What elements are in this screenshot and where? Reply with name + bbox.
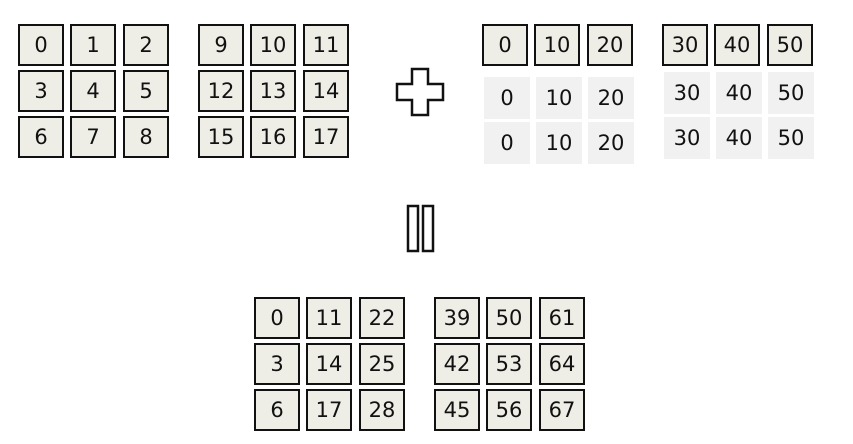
plus-icon [395, 67, 445, 117]
broadcast-cell: 40 [716, 72, 762, 114]
grid-cell: 42 [434, 343, 480, 385]
broadcast-cell: 0 [484, 122, 530, 164]
grid-cell: 14 [306, 343, 352, 385]
grid-cell: 0 [18, 24, 64, 66]
grid-cell: 0 [482, 24, 528, 66]
grid-cell: 28 [359, 389, 405, 431]
grid-cell: 0 [254, 297, 300, 339]
grid-cell: 17 [303, 116, 349, 158]
grid-cell: 3 [254, 343, 300, 385]
broadcast-cell: 20 [588, 77, 634, 119]
grid-cell: 56 [486, 389, 532, 431]
grid-cell: 64 [539, 343, 585, 385]
grid-cell: 9 [198, 24, 244, 66]
grid-cell: 22 [359, 297, 405, 339]
grid-cell: 10 [250, 24, 296, 66]
grid-cell: 45 [434, 389, 480, 431]
broadcast-cell: 30 [664, 117, 710, 159]
broadcast-cell: 40 [716, 117, 762, 159]
grid-cell: 53 [486, 343, 532, 385]
broadcast-cell: 10 [536, 77, 582, 119]
equals-icon [406, 204, 435, 253]
grid-cell: 15 [198, 116, 244, 158]
grid-cell: 50 [767, 24, 813, 66]
grid-cell: 1 [70, 24, 116, 66]
grid-cell: 50 [486, 297, 532, 339]
grid-cell: 13 [250, 70, 296, 112]
grid-cell: 11 [303, 24, 349, 66]
broadcast-cell: 20 [588, 122, 634, 164]
grid-cell: 20 [587, 24, 633, 66]
grid-cell: 8 [123, 116, 169, 158]
grid-cell: 14 [303, 70, 349, 112]
grid-cell: 5 [123, 70, 169, 112]
grid-cell: 6 [254, 389, 300, 431]
grid-cell: 6 [18, 116, 64, 158]
grid-cell: 7 [70, 116, 116, 158]
grid-cell: 30 [662, 24, 708, 66]
grid-cell: 39 [434, 297, 480, 339]
broadcast-cell: 50 [768, 117, 814, 159]
broadcast-cell: 10 [536, 122, 582, 164]
grid-cell: 67 [539, 389, 585, 431]
broadcast-cell: 50 [768, 72, 814, 114]
grid-cell: 61 [539, 297, 585, 339]
grid-cell: 16 [250, 116, 296, 158]
grid-cell: 2 [123, 24, 169, 66]
grid-cell: 12 [198, 70, 244, 112]
broadcast-cell: 30 [664, 72, 710, 114]
grid-cell: 40 [714, 24, 760, 66]
grid-cell: 11 [306, 297, 352, 339]
grid-cell: 17 [306, 389, 352, 431]
grid-cell: 25 [359, 343, 405, 385]
grid-cell: 10 [534, 24, 580, 66]
grid-cell: 3 [18, 70, 64, 112]
grid-cell: 4 [70, 70, 116, 112]
broadcast-cell: 0 [484, 77, 530, 119]
